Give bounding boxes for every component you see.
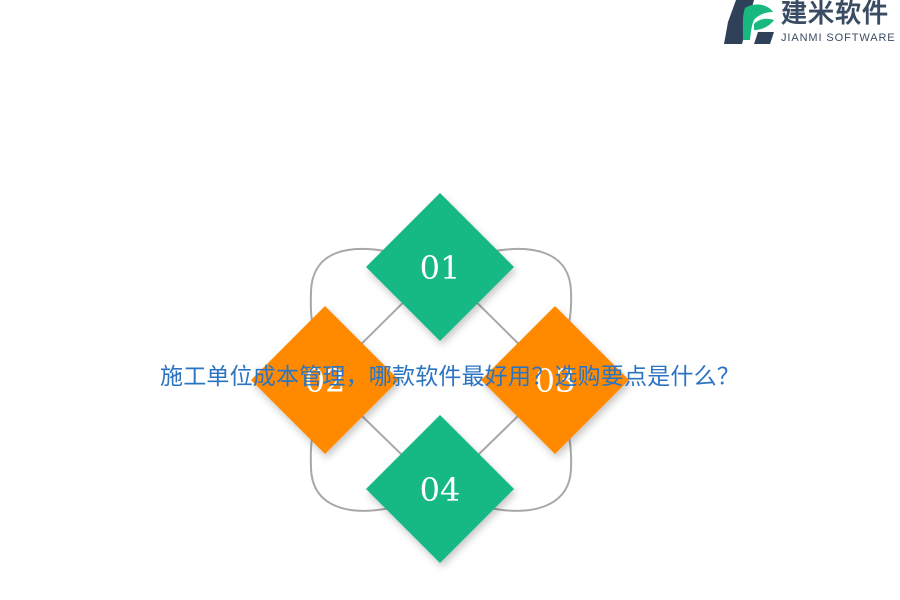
diamond-04-label: 04 bbox=[420, 471, 461, 509]
diamond-03-label: 03 bbox=[535, 362, 576, 400]
page-title: 施工单位成本管理，哪款软件最好用？选购要点是什么？ bbox=[160, 364, 740, 390]
jianmi-logo-icon bbox=[724, 0, 774, 44]
brand-name-cn: 建米软件 bbox=[781, 0, 890, 29]
diamond-02-shape bbox=[251, 306, 399, 454]
brand-logo[interactable]: 建米软件 JIANMI SOFTWARE bbox=[724, 0, 900, 50]
brand-name-en: JIANMI SOFTWARE bbox=[781, 32, 896, 44]
diamond-04: 04 bbox=[366, 415, 514, 563]
diamond-03: 03 bbox=[481, 306, 629, 454]
diamond-01: 01 bbox=[366, 193, 514, 341]
diamond-02-label: 02 bbox=[305, 362, 346, 400]
diamond-03-shape bbox=[481, 306, 629, 454]
diamond-01-shape bbox=[366, 193, 514, 341]
diamond-04-shape bbox=[366, 415, 514, 563]
diamond-01-label: 01 bbox=[420, 249, 461, 287]
diamond-02: 02 bbox=[251, 306, 399, 454]
